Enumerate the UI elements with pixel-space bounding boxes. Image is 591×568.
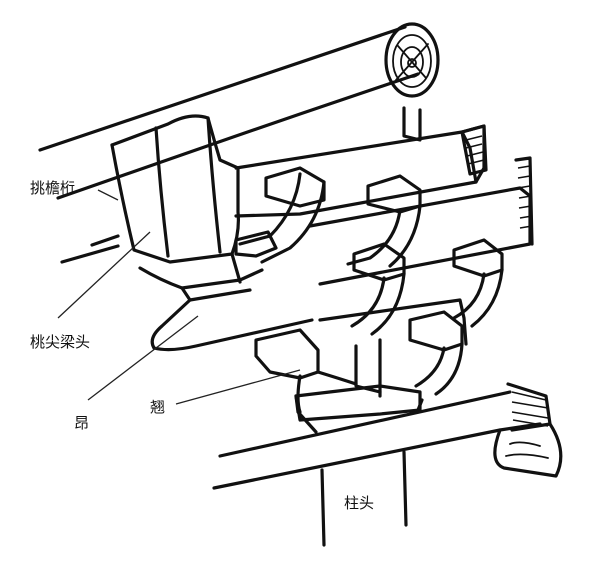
label-tiaoyanheng: 挑檐桁 [30, 179, 75, 197]
label-qiao: 翘 [150, 398, 165, 416]
ang-cantilever [138, 252, 314, 352]
label-taojianliangtou: 桃尖梁头 [30, 333, 90, 351]
beam-head [110, 114, 240, 264]
leader-lines [57, 189, 301, 405]
leader-taojianliangtou [57, 231, 151, 319]
leader-qiao [175, 369, 301, 405]
label-ang: 昂 [74, 414, 89, 432]
upper-bracket-arms [234, 124, 488, 268]
leader-ang [87, 315, 199, 401]
qiao-arms [254, 298, 468, 414]
label-zhutou: 柱头 [344, 494, 374, 512]
column-head [212, 382, 563, 547]
eave-purlin [38, 22, 440, 264]
leader-tiaoyanheng [97, 189, 119, 201]
